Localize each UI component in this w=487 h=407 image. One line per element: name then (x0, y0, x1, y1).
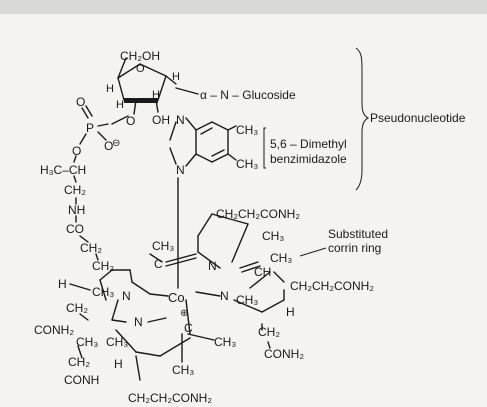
ch3-label-tr2: CH₃ (270, 251, 292, 265)
dmb-bracket (263, 127, 266, 169)
ch2-label-a: CH₂ (64, 183, 86, 197)
pseudonucleotide-label: Pseudonucleotide (370, 111, 466, 125)
ch3-label-left: CH₃ (92, 285, 114, 299)
corrin-label-line2: corrin ring (328, 241, 381, 255)
link-oxygen-label: O (126, 114, 135, 128)
cobalt-plus-charge-icon: ⊕ (180, 308, 188, 319)
ch2ch2conh2-label-right: CH₂CH₂CONH₂ (290, 279, 374, 293)
oh-label: OH (152, 113, 170, 127)
h-label-left: H (58, 277, 67, 291)
corrin-ring (69, 213, 285, 381)
benzimidazole-ch3-label-1: CH₃ (236, 123, 258, 137)
ch2oh-label: CH₂OH (120, 49, 160, 63)
ring-oxygen-label: O (136, 63, 145, 75)
h-label-4: H (152, 89, 160, 101)
corrin-label-line1: Substituted (328, 227, 388, 241)
minus-charge-icon: ⊖ (112, 138, 120, 149)
conh2-label-left: CONH₂ (34, 323, 74, 337)
side-chain (73, 175, 99, 261)
h-label-bottom: H (114, 357, 123, 371)
benzimidazole-n-label-2: N (176, 163, 185, 177)
nitrogen-label-top: N (208, 259, 217, 273)
ch3-label-right: CH₃ (236, 293, 258, 307)
ch3-label-bottom: CH₃ (172, 363, 194, 377)
ch3-label-tr1: CH₃ (262, 229, 284, 243)
carbon-label-tl: C (154, 257, 163, 271)
carbon-label-bottom: C (184, 321, 193, 335)
dmb-label-line1: 5,6 – Dimethyl (270, 137, 347, 151)
h3c-ch-label: H₃C–CH (40, 163, 86, 177)
h-label-3: H (116, 99, 124, 111)
conh2-label-right: CONH₂ (264, 347, 304, 361)
benzimidazole-ring (169, 117, 237, 167)
nh-label: NH (68, 203, 85, 217)
ch2-label-right-2: CH₂ (258, 325, 280, 339)
nitrogen-label-bottom: N (134, 315, 143, 329)
h-label-right: H (286, 305, 295, 319)
corrin-pointer (299, 247, 327, 257)
co-label-a: CO (66, 222, 84, 236)
ester-oxygen-label: O (72, 144, 81, 158)
top-band (0, 0, 487, 14)
ribose-ring (111, 57, 199, 125)
ch3-label-bl1: CH₃ (76, 335, 98, 349)
double-bond-oxygen-label: O (76, 95, 85, 109)
nitrogen-label-left: N (122, 289, 131, 303)
oxygen-minus-label: O (104, 139, 113, 153)
nitrogen-label-right: N (220, 289, 229, 303)
dmb-label-line2: benzimidazole (270, 152, 347, 166)
ch2-label-bottom-left: CH₂ (68, 355, 90, 369)
cobalt-label: Co (168, 290, 185, 305)
benzimidazole-n-label-1: N (176, 113, 185, 127)
ch2ch2conh2-label-bottom: CH₂CH₂CONH₂ (128, 391, 212, 405)
ch2-label-b: CH₂ (80, 241, 102, 255)
ch3-label-tl: CH₃ (152, 239, 174, 253)
ch3-label-bottom-right: CH₃ (214, 335, 236, 349)
pseudonucleotide-brace (355, 47, 370, 191)
h-label-1: H (106, 83, 114, 95)
ch2-label-c: CH₂ (92, 259, 114, 273)
glucoside-label: α – N – Glucoside (200, 88, 296, 102)
ch2-label-left: CH₂ (66, 301, 88, 315)
ch-label-right: CH (254, 265, 271, 279)
conh-label-bottom-left: CONH (64, 373, 99, 387)
h-label-2: H (172, 71, 180, 83)
benzimidazole-ch3-label-2: CH₃ (236, 157, 258, 171)
ch2ch2conh2-label-top: CH₂CH₂CONH₂ (216, 207, 300, 221)
phosphorus-label: P (86, 121, 94, 135)
phosphate-group (73, 105, 109, 163)
ch3-label-bl2: CH₃ (106, 335, 128, 349)
